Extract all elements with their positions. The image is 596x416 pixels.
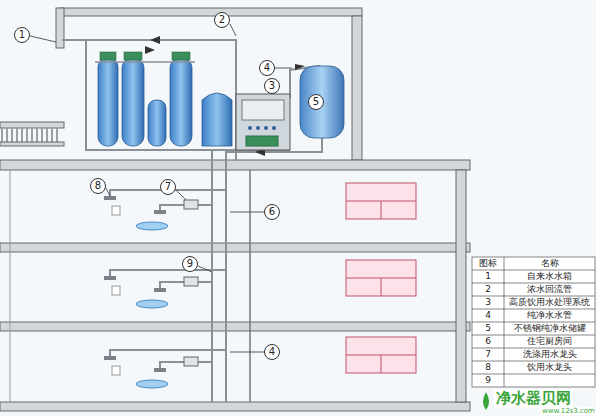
- watermark-url: www.12s3.com: [540, 407, 596, 415]
- table-cell: 7: [472, 348, 504, 361]
- table-cell: 1: [472, 270, 504, 283]
- table-cell: 高质饮用水处理系统: [504, 296, 595, 309]
- table-cell: 6: [472, 335, 504, 348]
- table-cell: 2: [472, 283, 504, 296]
- table-cell: 9: [472, 374, 504, 387]
- table-cell: 图标: [472, 257, 504, 270]
- table-cell: 洗涤用水龙头: [504, 348, 595, 361]
- table-cell: 不锈钢纯净水储罐: [504, 322, 595, 335]
- callout-number: 4: [264, 344, 280, 360]
- table-cell: 纯净水水管: [504, 309, 595, 322]
- table-cell: 住宅厨房间: [504, 335, 595, 348]
- callout-number: 4: [259, 60, 275, 76]
- table-cell: 浓水回流管: [504, 283, 595, 296]
- callout-number: 5: [308, 94, 324, 110]
- callout-number: 1: [14, 27, 30, 43]
- table-cell: 5: [472, 322, 504, 335]
- callout-number: 2: [214, 12, 230, 28]
- table-cell: 名称: [504, 257, 595, 270]
- table-cell: 4: [472, 309, 504, 322]
- callout-number: 3: [264, 78, 280, 94]
- table-cell: 8: [472, 361, 504, 374]
- watermark: 净水器贝网: [494, 389, 573, 408]
- callout-number: 7: [160, 179, 176, 195]
- callout-number: 6: [264, 204, 280, 220]
- table-cell: 自来水水箱: [504, 270, 595, 283]
- callout-number: 9: [182, 256, 198, 272]
- table-cell: 饮用水龙头: [504, 361, 595, 374]
- table-cell: 3: [472, 296, 504, 309]
- callout-number: 8: [90, 178, 106, 194]
